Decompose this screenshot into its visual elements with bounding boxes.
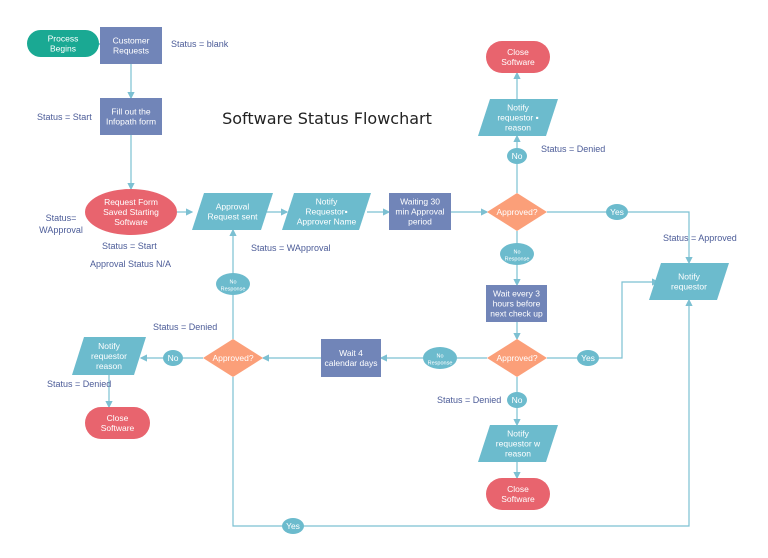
connector-yes3: Yes: [282, 518, 304, 534]
io-parallelogram: [192, 193, 273, 230]
node-dec3[interactable]: Approved?: [203, 339, 263, 377]
node-label: Yes: [581, 353, 595, 363]
status-annotation: Status = Approved: [663, 233, 737, 243]
connector-yes1: Yes: [606, 204, 628, 220]
start-terminator: [27, 30, 99, 57]
node-label: Approved?: [212, 353, 253, 363]
node-label: Yes: [610, 207, 624, 217]
node-label: No: [512, 151, 523, 161]
io-parallelogram: [72, 337, 146, 375]
process-box: [100, 98, 162, 135]
node-dec2[interactable]: Approved?: [487, 339, 547, 377]
io-parallelogram: [478, 425, 558, 462]
end-terminator: [486, 41, 550, 73]
ellipse-node: [85, 189, 177, 235]
status-annotation: Status = WApproval: [251, 243, 330, 253]
node-label: Yes: [286, 521, 300, 531]
end-terminator: [85, 407, 150, 439]
process-box: [486, 285, 547, 322]
decision-diamond: [487, 193, 547, 231]
decision-diamond: [203, 339, 263, 377]
status-annotation: Status = Denied: [541, 144, 605, 154]
node-label: No: [168, 353, 179, 363]
status-annotation: Status = Start: [102, 241, 157, 251]
connector-line: [547, 278, 660, 359]
status-annotation: Status = Start: [37, 112, 92, 122]
decision-diamond: [487, 339, 547, 377]
connector-no1: No: [507, 148, 527, 164]
io-parallelogram: [649, 263, 729, 300]
process-box: [389, 193, 451, 230]
status-annotation: Status = Denied: [153, 322, 217, 332]
io-parallelogram: [478, 99, 558, 136]
connector-line: [232, 298, 693, 527]
end-terminator: [486, 478, 550, 510]
connector-line: [547, 211, 693, 265]
status-annotation: Status = blank: [171, 39, 229, 49]
process-box: [321, 339, 381, 377]
node-dec1[interactable]: Approved?: [487, 193, 547, 231]
node-label: Approved?: [496, 353, 537, 363]
status-annotation: Status = Denied: [437, 395, 501, 405]
connector-no3: No: [163, 350, 183, 366]
node-label: Approved?: [496, 207, 537, 217]
process-box: [100, 27, 162, 64]
status-annotation: Status=WApproval: [39, 213, 83, 235]
connector-yes2: Yes: [577, 350, 599, 366]
status-annotation: Approval Status N/A: [90, 259, 171, 269]
diagram-title: Software Status Flowchart: [222, 109, 432, 128]
io-parallelogram: [282, 193, 371, 230]
connector-no2: No: [507, 392, 527, 408]
node-label: No: [512, 395, 523, 405]
status-annotation: Status = Denied: [47, 379, 111, 389]
